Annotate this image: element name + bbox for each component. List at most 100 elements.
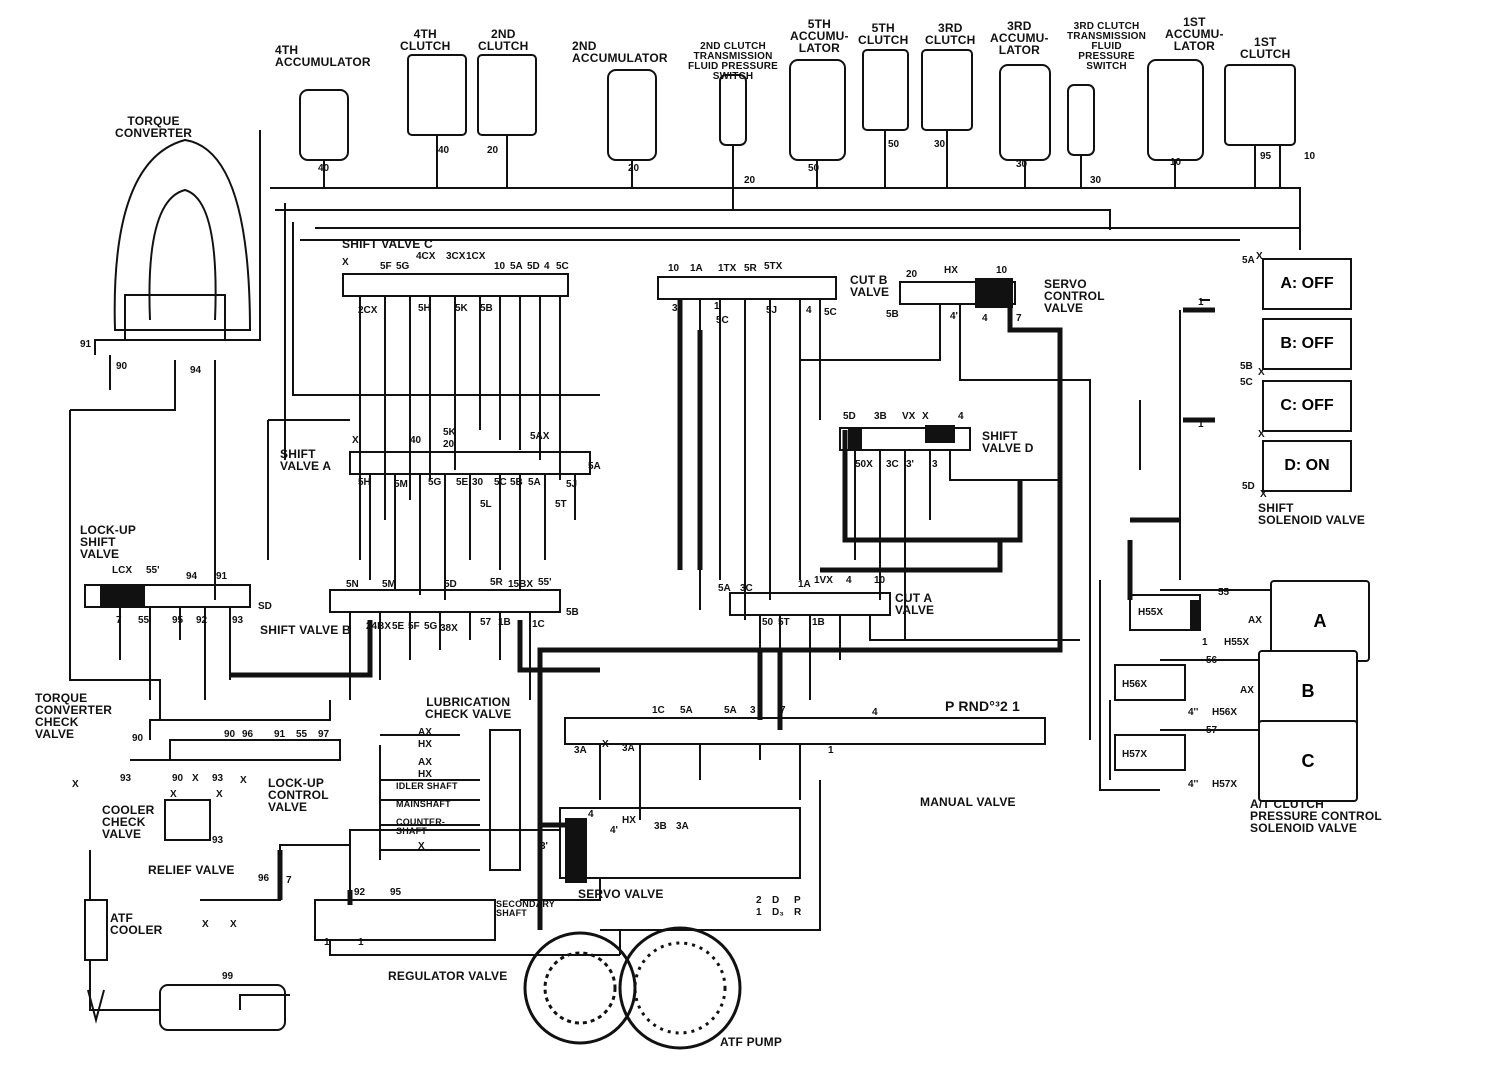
port-label: 38X: [440, 623, 458, 634]
accumulator-5th-label: 5TH ACCUMU- LATOR: [790, 17, 849, 55]
port-label: 55: [1218, 587, 1230, 598]
port-label: 1A: [798, 579, 811, 590]
port-label: 10: [1170, 157, 1182, 168]
port-label: 24BX: [366, 621, 392, 632]
port-label: 93: [120, 773, 132, 784]
port-label: 94: [190, 365, 202, 376]
port-label: 5A: [510, 261, 523, 272]
port-label: AX: [1248, 615, 1262, 626]
port-label: 5M: [382, 579, 396, 590]
port-label: X: [1256, 251, 1263, 262]
port-label: 5A: [588, 461, 601, 472]
shift-valve-c-label: SHIFT VALVE C: [342, 237, 433, 251]
port-label: 15BX: [508, 579, 534, 590]
pressure-solenoid-a: A: [1270, 580, 1370, 662]
cut-b-valve-label: CUT B VALVE: [850, 273, 890, 299]
port-label: 1: [756, 907, 762, 918]
port-label: 5A: [1242, 255, 1255, 266]
port-label: 92: [196, 615, 208, 626]
accumulator-3rd-label: 3RD ACCUMU- LATOR: [990, 19, 1049, 57]
port-label: AX: [418, 757, 432, 768]
solenoid-a-state: A: OFF: [1262, 258, 1352, 310]
secondary-shaft-label: SECONDARY SHAFT: [496, 899, 555, 918]
port-label: 5T: [778, 617, 790, 628]
solenoid-d-state: D: ON: [1262, 440, 1352, 492]
port-label: 95: [390, 887, 402, 898]
port-label: 7: [286, 875, 292, 886]
port-label: 5H: [418, 303, 431, 314]
manual-valve-label: MANUAL VALVE: [920, 795, 1016, 809]
port-label: 5K: [443, 427, 456, 438]
pressure-switch-3rd-label: 3RD CLUTCH TRANSMISSION FLUID PRESSURE S…: [1067, 21, 1147, 72]
port-label: 5B: [886, 309, 899, 320]
clutch-4th-label: 4TH CLUTCH: [400, 27, 451, 53]
accumulator-1st-label: 1ST ACCUMU- LATOR: [1165, 15, 1224, 53]
port-label: 1C: [532, 619, 545, 630]
port-label: 7: [780, 705, 786, 716]
port-label: 50: [762, 617, 774, 628]
port-label: 91: [80, 339, 92, 350]
port-label: 30: [1016, 159, 1028, 170]
port-label: H56X: [1212, 707, 1238, 718]
port-label: 55: [296, 729, 308, 740]
port-label: H55X: [1138, 607, 1164, 618]
port-label: X: [72, 779, 79, 790]
cooler-check-valve-label: COOLER CHECK VALVE: [102, 803, 155, 841]
manual-valve-positions: P RND°³2 1: [945, 698, 1021, 714]
port-label: R: [794, 907, 802, 918]
port-label: 2: [756, 895, 762, 906]
port-label: 5C: [716, 315, 729, 326]
port-label: 4: [982, 313, 988, 324]
port-label: 55: [138, 615, 150, 626]
port-label: 93: [212, 773, 224, 784]
port-label: 40: [410, 435, 422, 446]
port-label: 50: [808, 163, 820, 174]
port-label: 3A: [676, 821, 689, 832]
port-label: 5B: [566, 607, 579, 618]
port-label: 5T: [555, 499, 567, 510]
port-label: 30: [1090, 175, 1102, 186]
port-label: X: [192, 773, 199, 784]
port-label: 3C: [886, 459, 899, 470]
port-label: AX: [1240, 685, 1254, 696]
port-label: 90: [172, 773, 184, 784]
port-label: 57: [1206, 725, 1218, 736]
port-label: 5G: [428, 477, 442, 488]
port-label: 5R: [744, 263, 757, 274]
port-label: 57: [480, 617, 492, 628]
port-label: 5F: [380, 261, 392, 272]
pressure-solenoid-c: C: [1258, 720, 1358, 802]
port-label: X: [240, 775, 247, 786]
shift-valve-d-label: SHIFT VALVE D: [982, 429, 1034, 455]
port-label: 3A: [574, 745, 587, 756]
port-label: 5A: [724, 705, 737, 716]
port-label: 5D: [1242, 481, 1255, 492]
port-label: 4': [610, 825, 618, 836]
port-label: 5D: [527, 261, 540, 272]
port-label: 92: [354, 887, 366, 898]
port-label: 1: [714, 301, 720, 312]
port-label: 5A: [528, 477, 541, 488]
port-label: 50: [888, 139, 900, 150]
port-label: 30: [934, 139, 946, 150]
clutch-3rd-label: 3RD CLUTCH: [925, 21, 976, 47]
port-label: 5D: [444, 579, 457, 590]
shift-valve-b-label: SHIFT VALVE B: [260, 623, 351, 637]
port-label: 55': [538, 577, 552, 588]
port-label: 5J: [766, 305, 778, 316]
port-label: 20: [744, 175, 756, 186]
port-label: HX: [944, 265, 958, 276]
shift-valve-a-label: SHIFT VALVE A: [280, 447, 332, 473]
cut-a-valve-label: CUT A VALVE: [895, 591, 935, 617]
port-label: X: [170, 789, 177, 800]
port-label: HX: [622, 815, 636, 826]
port-label: 1A: [690, 263, 703, 274]
clutch-1st-label: 1ST CLUTCH: [1240, 35, 1291, 61]
port-label: 4: [958, 411, 964, 422]
accumulator-4th-label: 4TH ACCUMULATOR: [275, 43, 371, 69]
port-label: 40: [438, 145, 450, 156]
port-label: HX: [418, 769, 432, 780]
port-label: 5C: [824, 307, 837, 318]
port-label: 1B: [498, 617, 511, 628]
port-label: 96: [258, 873, 270, 884]
